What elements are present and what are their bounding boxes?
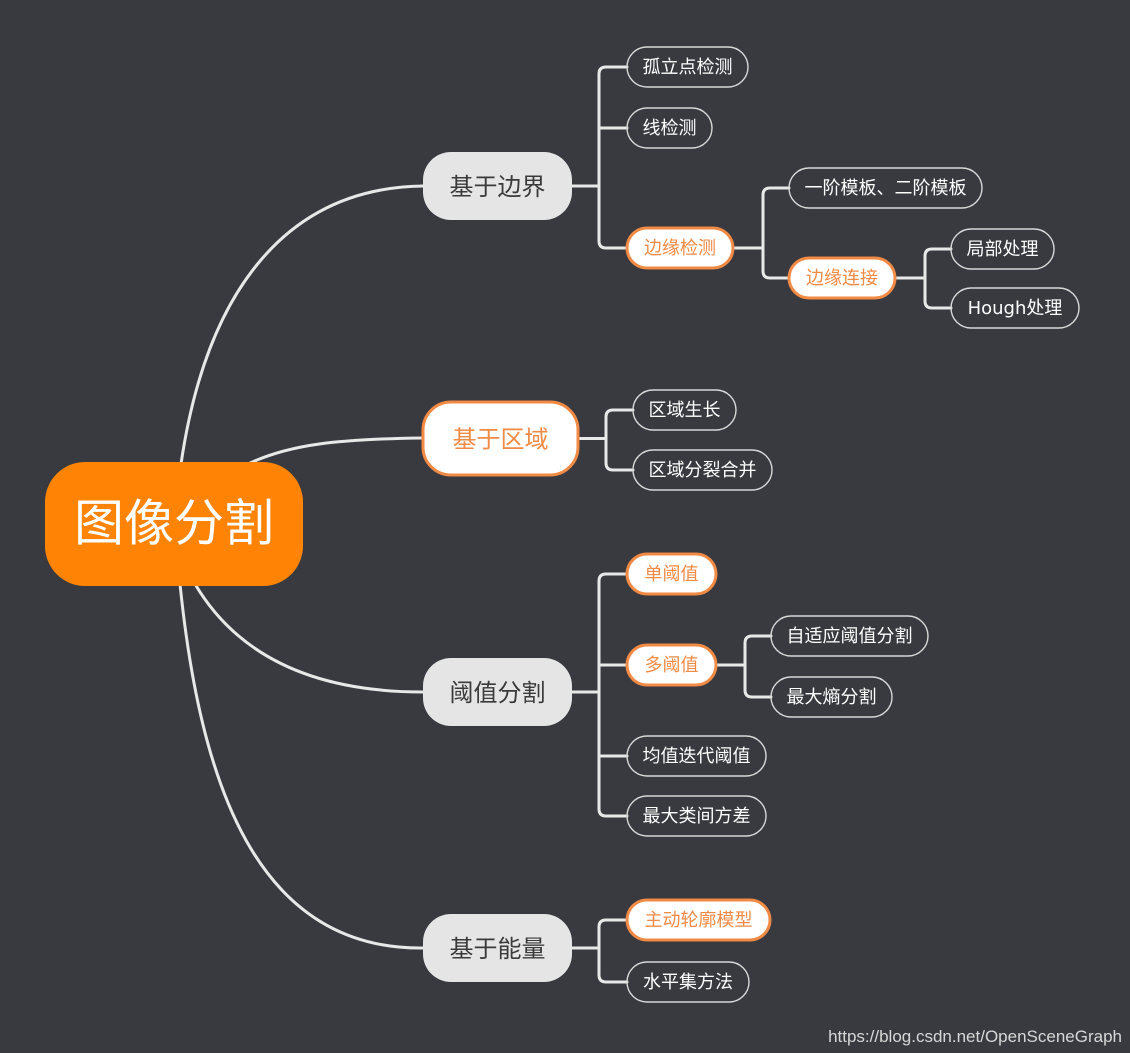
connector (743, 634, 773, 667)
node-label-0-2-1: 边缘连接 (806, 268, 878, 289)
node-box-1-0 (632, 389, 737, 431)
branch-node-edge (423, 152, 572, 220)
branch-node-energy (423, 914, 572, 982)
node-box-0-2-1-1 (950, 287, 1080, 329)
connector (597, 572, 629, 694)
branch-label-energy: 基于能量 (450, 935, 546, 963)
node-box-2-1-0 (770, 615, 929, 657)
connector (597, 918, 629, 950)
node-box-2-2 (626, 735, 767, 777)
branch-label-edge: 基于边界 (450, 173, 546, 201)
node-label-0-2-1-0: 局部处理 (967, 239, 1039, 260)
node-label-2-3: 最大类间方差 (643, 806, 751, 827)
root-connector (178, 582, 425, 950)
connector (597, 184, 629, 250)
root-node (45, 462, 303, 586)
branch-label-threshold: 阈值分割 (450, 679, 546, 707)
node-label-2-2: 均值迭代阈值 (643, 746, 751, 767)
connector (604, 437, 635, 472)
connector (597, 65, 629, 188)
connector (761, 246, 791, 280)
connector (761, 186, 791, 250)
connector (604, 408, 635, 440)
node-label-2-0: 单阈值 (645, 564, 699, 585)
branch-node-threshold (423, 658, 572, 726)
node-box-2-1 (625, 643, 718, 687)
branch-node-region (421, 400, 580, 477)
node-label-1-0: 区域生长 (649, 400, 721, 421)
node-label-2-1-1: 最大熵分割 (787, 687, 877, 708)
node-box-3-1 (626, 961, 750, 1003)
node-box-0-2-1-0 (950, 228, 1055, 270)
node-box-0-1 (626, 107, 713, 149)
root-connector (246, 436, 425, 466)
node-label-3-0: 主动轮廓模型 (645, 910, 753, 931)
connector (923, 247, 953, 280)
node-label-0-2-1-1: Hough处理 (968, 298, 1063, 319)
node-box-0-2 (625, 226, 735, 270)
node-box-2-1-1 (770, 676, 893, 718)
node-label-0-2-0: 一阶模板、二阶模板 (805, 178, 967, 199)
node-label-2-1-0: 自适应阈值分割 (787, 626, 913, 647)
root-connector (179, 184, 425, 466)
connector (743, 663, 773, 699)
connector (597, 946, 629, 984)
node-box-0-0 (626, 46, 749, 88)
node-box-0-2-0 (788, 167, 983, 209)
node-box-2-3 (626, 795, 767, 837)
root-connector (193, 582, 425, 694)
node-label-2-1: 多阈值 (645, 655, 699, 676)
watermark: https://blog.csdn.net/OpenSceneGraph (828, 1027, 1122, 1046)
node-label-0-2: 边缘检测 (644, 238, 716, 259)
node-box-1-1 (632, 449, 773, 491)
connector-lines (178, 65, 953, 984)
connector (597, 690, 629, 818)
node-box-2-0 (625, 552, 718, 596)
connector (923, 276, 953, 310)
node-label-1-1: 区域分裂合并 (649, 460, 757, 481)
node-label-3-1: 水平集方法 (643, 972, 733, 993)
node-box-0-2-1 (787, 256, 897, 300)
node-label-0-1: 线检测 (643, 118, 697, 139)
node-label-0-0: 孤立点检测 (643, 57, 733, 78)
branch-label-region: 基于区域 (453, 426, 549, 454)
node-box-3-0 (625, 898, 772, 942)
root-label: 图像分割 (74, 495, 274, 553)
